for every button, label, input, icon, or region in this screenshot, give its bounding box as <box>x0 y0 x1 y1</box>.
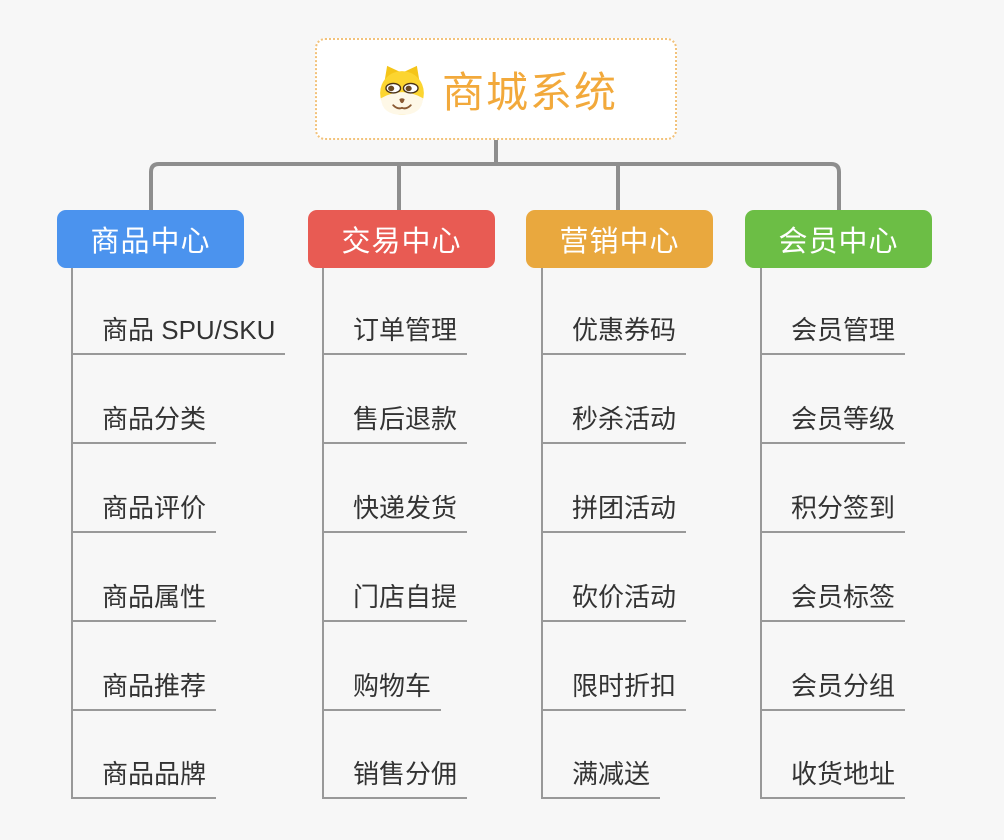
child-topic[interactable]: 商品评价 <box>73 491 217 533</box>
branch-marketing-center[interactable]: 营销中心 <box>526 210 713 268</box>
child-topic[interactable]: 优惠券码 <box>543 313 687 355</box>
child-topic[interactable]: 会员管理 <box>762 313 906 355</box>
child-topic[interactable]: 快递发货 <box>324 491 468 533</box>
child-topic[interactable]: 会员分组 <box>762 669 906 711</box>
children-trade-center: 订单管理 售后退款 快递发货 门店自提 购物车 销售分佣 <box>322 268 574 799</box>
child-topic[interactable]: 购物车 <box>324 669 442 711</box>
child-topic[interactable]: 订单管理 <box>324 313 468 355</box>
child-topic[interactable]: 砍价活动 <box>543 580 687 622</box>
branch-member-center[interactable]: 会员中心 <box>745 210 932 268</box>
branch-trade-center[interactable]: 交易中心 <box>308 210 495 268</box>
child-topic[interactable]: 收货地址 <box>762 757 906 799</box>
root-topic-title: 商城系统 <box>441 68 618 116</box>
branch-bus-line <box>149 162 841 210</box>
child-topic[interactable]: 门店自提 <box>324 580 468 622</box>
children-marketing-center: 优惠券码 秒杀活动 拼团活动 砍价活动 限时折扣 满减送 <box>541 268 793 799</box>
root-topic[interactable]: 商城系统 <box>315 38 677 140</box>
child-topic[interactable]: 秒杀活动 <box>543 402 687 444</box>
child-topic[interactable]: 会员等级 <box>762 402 906 444</box>
child-topic[interactable]: 商品 SPU/SKU <box>73 313 286 355</box>
child-topic[interactable]: 商品属性 <box>73 580 217 622</box>
child-topic[interactable]: 拼团活动 <box>543 491 687 533</box>
children-member-center: 会员管理 会员等级 积分签到 会员标签 会员分组 收货地址 <box>760 268 1004 799</box>
child-topic[interactable]: 积分签到 <box>762 491 906 533</box>
child-topic[interactable]: 商品分类 <box>73 402 217 444</box>
child-topic[interactable]: 商品推荐 <box>73 669 217 711</box>
doge-icon <box>380 65 424 115</box>
child-topic[interactable]: 满减送 <box>543 757 661 799</box>
child-topic[interactable]: 限时折扣 <box>543 669 687 711</box>
child-topic[interactable]: 销售分佣 <box>324 757 468 799</box>
child-topic[interactable]: 会员标签 <box>762 580 906 622</box>
branch-product-center[interactable]: 商品中心 <box>57 210 244 268</box>
children-product-center: 商品 SPU/SKU 商品分类 商品评价 商品属性 商品推荐 商品品牌 <box>71 268 323 799</box>
child-topic[interactable]: 商品品牌 <box>73 757 217 799</box>
child-topic[interactable]: 售后退款 <box>324 402 468 444</box>
